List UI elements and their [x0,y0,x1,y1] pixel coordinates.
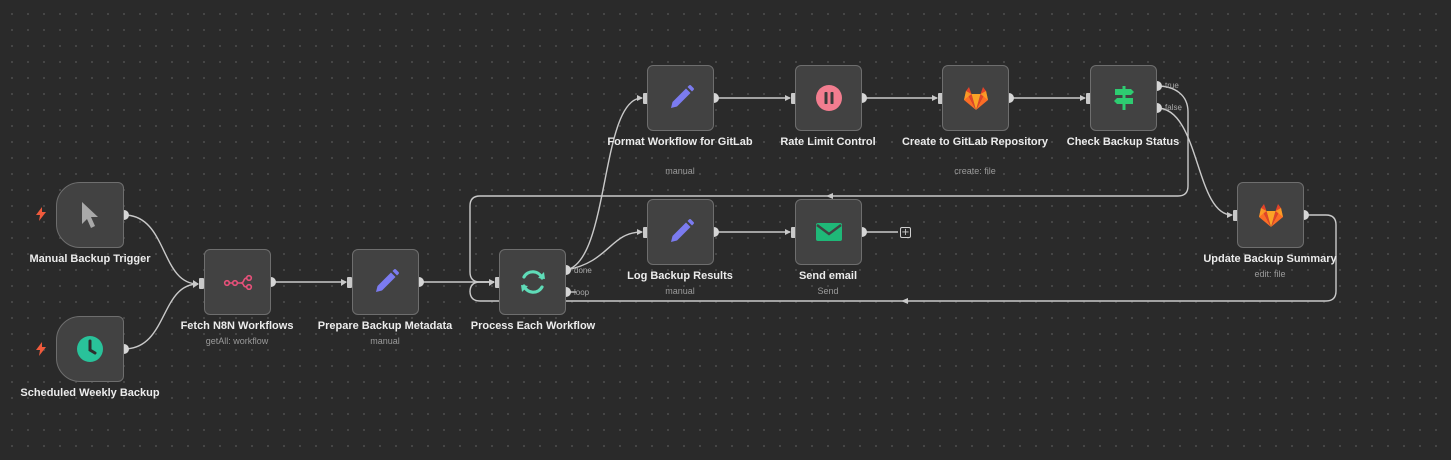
node-send-email[interactable] [795,199,862,265]
edge-manual-to-fetch [123,214,199,285]
node-scheduled-weekly-backup[interactable] [56,316,124,382]
node-label: Check Backup Status [1066,136,1180,148]
lightning-bolt-icon [36,207,46,221]
node-manual-backup-trigger[interactable] [56,182,124,248]
node-label: Process Each Workflow [470,320,596,332]
pencil-icon [369,265,403,299]
arrow-update-back [901,298,908,304]
node-subtitle: manual [370,336,400,346]
node-fetch-n8n-workflows[interactable] [204,249,271,315]
node-process-each-workflow[interactable] [499,249,566,315]
node-log-backup-results[interactable] [647,199,714,265]
envelope-icon [812,215,846,249]
loop-arrows-icon [516,265,550,299]
node-label: Scheduled Weekly Backup [20,387,160,399]
node-label: Update Backup Summary [1203,253,1337,265]
node-label: Rate Limit Control [780,136,876,148]
n8n-logo-icon [221,265,255,299]
port-label-done: done [574,266,592,275]
node-label: Fetch N8N Workflows [180,320,294,332]
gitlab-icon [1254,198,1288,232]
node-subtitle: getAll: workflow [205,336,269,346]
node-rate-limit-control[interactable] [795,65,862,131]
node-label: Create to GitLab Repository [901,136,1049,148]
node-subtitle: edit: file [1254,269,1286,279]
node-label: Manual Backup Trigger [29,253,151,265]
pencil-icon [664,215,698,249]
pause-icon [812,81,846,115]
node-update-backup-summary[interactable] [1237,182,1304,248]
plus-icon[interactable]: + [900,227,911,238]
node-prepare-backup-metadata[interactable] [352,249,419,315]
port-label-true: true [1165,81,1179,90]
node-check-backup-status[interactable] [1090,65,1157,131]
node-subtitle: Send [817,286,839,296]
node-create-to-gitlab-repository[interactable] [942,65,1009,131]
node-label: Format Workflow for GitLab [607,136,753,148]
clock-icon [73,332,107,366]
edge-done-to-format [565,97,643,271]
gitlab-icon [959,81,993,115]
node-subtitle: manual [665,286,695,296]
port-label-loop: loop [574,288,590,297]
signpost-icon [1107,81,1141,115]
cursor-icon [73,198,107,232]
edge-false-to-update [1156,107,1233,216]
node-format-workflow-for-gitlab[interactable] [647,65,714,131]
node-subtitle: manual [665,166,695,176]
node-label: Send email [798,270,858,282]
port-label-false: false [1165,103,1182,112]
edge-done-to-log [565,231,643,271]
node-label: Log Backup Results [627,270,733,282]
pencil-icon [664,81,698,115]
node-subtitle: create: file [954,166,996,176]
node-label: Prepare Backup Metadata [317,320,453,332]
lightning-bolt-icon [36,342,46,356]
